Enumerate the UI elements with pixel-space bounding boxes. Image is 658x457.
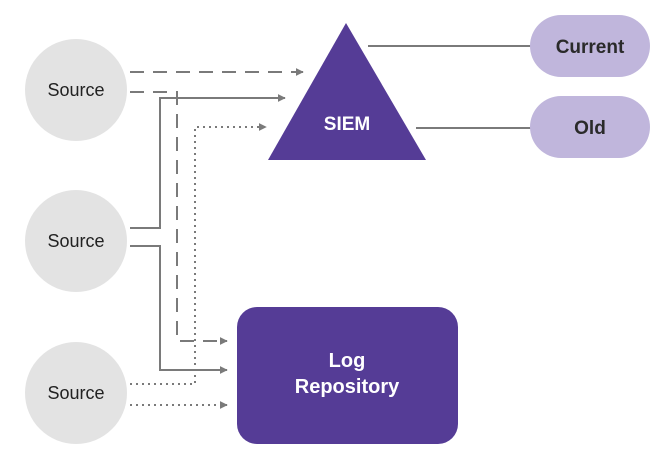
current-node[interactable]: Current (530, 15, 650, 77)
edge-source2-siem (130, 94, 286, 229)
current-pill (530, 15, 650, 77)
old-node[interactable]: Old (530, 96, 650, 158)
source-node-1[interactable]: Source (25, 39, 127, 141)
edge-source2-repository (130, 245, 228, 374)
source-circle (25, 39, 127, 141)
source-node-3[interactable]: Source (25, 342, 127, 444)
edge-source3-siem (130, 123, 267, 385)
log-repository-box (237, 307, 458, 444)
log-repository-label-line2: Repository (295, 376, 400, 398)
current-label: Current (556, 37, 625, 58)
siem-label: SIEM (324, 114, 370, 135)
source-label: Source (47, 80, 104, 100)
edge-source1-repository (130, 91, 228, 345)
source-circle (25, 190, 127, 292)
source-circle (25, 342, 127, 444)
source-node-2[interactable]: Source (25, 190, 127, 292)
old-pill (530, 96, 650, 158)
connectors (130, 45, 533, 409)
siem-node[interactable]: SIEM (268, 23, 426, 160)
log-repository-label-line1: Log (329, 350, 366, 372)
siem-triangle (268, 23, 426, 160)
source-label: Source (47, 231, 104, 251)
old-label: Old (574, 118, 606, 139)
log-repository-node[interactable]: Log Repository (237, 307, 458, 444)
source-label: Source (47, 383, 104, 403)
